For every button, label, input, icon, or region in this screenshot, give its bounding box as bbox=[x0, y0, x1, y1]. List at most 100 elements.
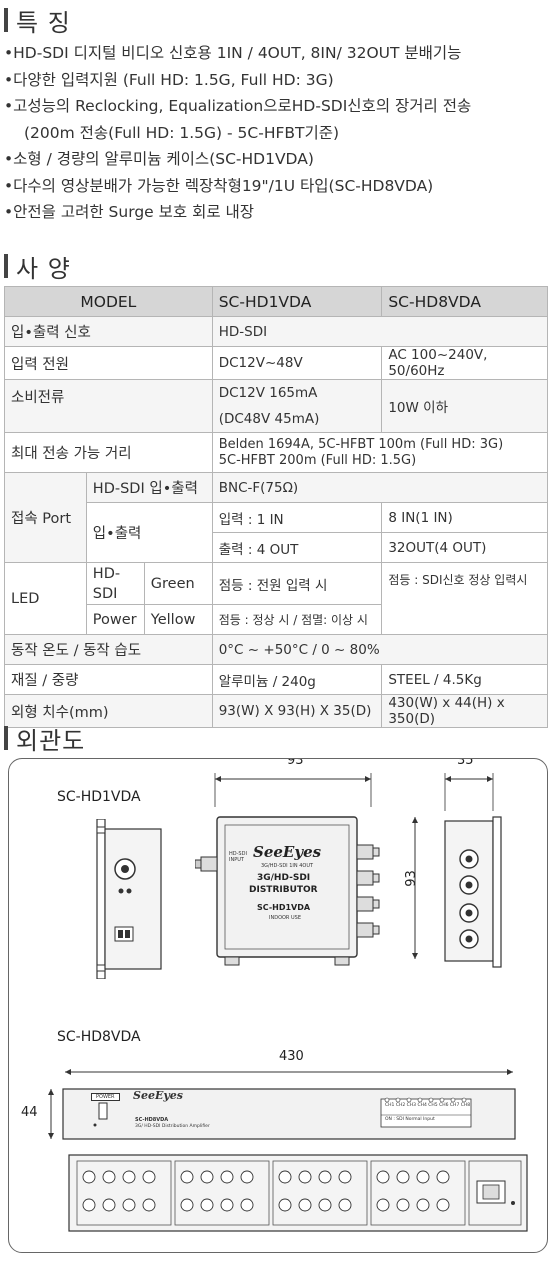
hd1-brand-logo: SeeEyes bbox=[253, 843, 322, 861]
model-col2-header: SC-HD8VDA bbox=[381, 286, 548, 317]
hd1-title2: DISTRIBUTOR bbox=[249, 885, 318, 895]
hd1-side-right-view bbox=[444, 773, 502, 968]
spec-title: 사 양 bbox=[4, 250, 71, 283]
dim-93-top: 93 bbox=[287, 758, 304, 768]
row-sublabel: 입•출력 bbox=[85, 502, 213, 563]
row-value: STEEL / 4.5Kg bbox=[381, 664, 548, 695]
table-row: 입력 전원 DC12V~48V AC 100~240V, 50/60Hz bbox=[4, 346, 548, 380]
row-value: 32OUT(4 OUT) bbox=[381, 532, 548, 563]
spec-header-row: MODEL SC-HD1VDA SC-HD8VDA bbox=[4, 286, 548, 317]
hd8-front-view bbox=[62, 1088, 516, 1140]
row-label: 소비전류 bbox=[4, 379, 213, 433]
table-row: 출력 : 4 OUT 32OUT(4 OUT) bbox=[5, 532, 548, 563]
row-value: HD-SDI bbox=[211, 316, 549, 347]
drawing-title-text: 외관도 bbox=[16, 726, 86, 755]
model-col1-header: SC-HD1VDA bbox=[211, 286, 383, 317]
table-row: Power Yellow 점등 : 정상 시 / 점멸: 이상 시 bbox=[5, 604, 548, 635]
spec-title-text: 사 양 bbox=[16, 254, 71, 283]
feature-item: •다수의 영상분배가 가능한 렉장착형19"/1U 타입(SC-HD8VDA) bbox=[4, 176, 434, 195]
row-value: Belden 1694A, 5C-HFBT 100m (Full HD: 3G)… bbox=[211, 432, 549, 473]
feature-item: •고성능의 Reclocking, Equalization으로HD-SDI신호… bbox=[4, 97, 472, 115]
row-value: 점등 : SDI신호 정상 입력시 bbox=[381, 562, 548, 635]
hd8-model-text: SC-HD8VDA bbox=[135, 1117, 169, 1123]
table-row: LED HD- SDI Green 점등 : 전원 입력 시 점등 : SDI신… bbox=[4, 562, 548, 635]
row-value: 0°C ~ +50°C / 0 ~ 80% bbox=[211, 634, 549, 665]
hd8-channel-labels: CH1 CH2 CH3 CH4 CH5 CH6 CH7 CH8 bbox=[385, 1103, 471, 1108]
model-header: MODEL bbox=[4, 286, 213, 317]
distance-line2: 5C-HFBT 200m (Full HD: 1.5G) bbox=[218, 452, 417, 468]
row-label: 동작 온도 / 동작 습도 bbox=[4, 634, 213, 665]
row-sublabel: HD-SDI 입•출력 bbox=[85, 472, 213, 503]
table-row: 소비전류 DC12V 165mA (DC48V 45mA) 10W 이하 bbox=[4, 379, 548, 433]
dim-430: 430 bbox=[279, 1049, 304, 1064]
title-bar bbox=[4, 726, 8, 750]
model2-label: SC-HD8VDA bbox=[57, 1029, 141, 1045]
row-label: 입력 전원 bbox=[4, 346, 213, 380]
row-value: DC12V 165mA (DC48V 45mA) bbox=[211, 379, 383, 433]
features-list: •HD-SDI 디지털 비디오 신호용 1IN / 4OUT, 8IN/ 32O… bbox=[4, 40, 552, 226]
row-value: 8 IN(1 IN) bbox=[381, 502, 548, 533]
model1-label: SC-HD1VDA bbox=[57, 789, 141, 805]
hd8-brand-logo: SeeEyes bbox=[133, 1089, 183, 1102]
current-line1: DC12V 165mA bbox=[218, 385, 318, 401]
hd1-input-text: HD-SDI INPUT bbox=[229, 851, 247, 863]
hd1-model-text: SC-HD1VDA bbox=[257, 903, 311, 912]
hd1-indoor-text: INDOOR USE bbox=[269, 915, 301, 921]
row-sublabel: HD- SDI bbox=[85, 562, 145, 605]
row-value: 알루미늄 / 240g bbox=[211, 664, 383, 695]
title-bar bbox=[4, 254, 8, 278]
drawing-title: 외관도 bbox=[4, 722, 86, 755]
row-label: 재질 / 중량 bbox=[4, 664, 213, 695]
table-row: 재질 / 중량 알루미늄 / 240g STEEL / 4.5Kg bbox=[4, 664, 548, 695]
hd8-power-label: POWER bbox=[91, 1093, 120, 1101]
table-row: 최대 전송 가능 거리 Belden 1694A, 5C-HFBT 100m (… bbox=[4, 432, 549, 473]
current-line2: (DC48V 45mA) bbox=[218, 411, 320, 427]
row-value: 점등 : 정상 시 / 점멸: 이상 시 bbox=[211, 604, 383, 635]
row-value: 출력 : 4 OUT bbox=[211, 532, 383, 563]
outline-drawing: SC-HD1VDA 93 SeeEyes 3G/HD bbox=[8, 758, 548, 1253]
hd1-front-view bbox=[195, 773, 380, 966]
hd8-on-text: ON : SDI Normal Input bbox=[385, 1117, 435, 1122]
row-value: 10W 이하 bbox=[381, 379, 548, 433]
row-value: 점등 : 전원 입력 시 bbox=[211, 562, 383, 605]
hd8-rear-view bbox=[68, 1154, 528, 1232]
table-row: 입•출력 신호 HD-SDI bbox=[4, 316, 549, 347]
hd1-sub-label: 3G/HD-SDI 1IN 4OUT bbox=[261, 863, 314, 869]
feature-item: •다양한 입력지원 (Full HD: 1.5G, Full HD: 3G) bbox=[4, 70, 334, 89]
row-label: 최대 전송 가능 거리 bbox=[4, 432, 213, 473]
row-value: 93(W) X 93(H) X 35(D) bbox=[211, 694, 383, 728]
spec-table: MODEL SC-HD1VDA SC-HD8VDA 입•출력 신호 HD-SDI… bbox=[4, 286, 549, 728]
features-title-text: 특 징 bbox=[16, 8, 71, 37]
dim-430-line bbox=[65, 1069, 513, 1075]
hd8-desc-text: 3G/ HD-SDI Distribution Amplifier bbox=[135, 1124, 210, 1129]
table-row: 접속 Port HD-SDI 입•출력 BNC-F(75Ω) bbox=[4, 472, 549, 563]
row-label: 외형 치수(mm) bbox=[4, 694, 213, 728]
title-bar bbox=[4, 8, 8, 32]
row-value: AC 100~240V, 50/60Hz bbox=[381, 346, 548, 380]
hd8-led-row bbox=[384, 1097, 467, 1103]
row-label: 입•출력 신호 bbox=[4, 316, 213, 347]
table-row: 입•출력 입력 : 1 IN 8 IN(1 IN) bbox=[5, 502, 548, 563]
dim-35: 35 bbox=[457, 758, 474, 768]
distance-line1: Belden 1694A, 5C-HFBT 100m (Full HD: 3G) bbox=[218, 436, 504, 452]
row-value: BNC-F(75Ω) bbox=[211, 472, 549, 503]
row-value: 430(W) x 44(H) x 350(D) bbox=[381, 694, 548, 728]
row-sublabel: Power bbox=[85, 604, 145, 635]
dim-44: 44 bbox=[21, 1105, 38, 1120]
feature-item: •안전을 고려한 Surge 보호 회로 내장 bbox=[4, 203, 255, 221]
row-value: DC12V~48V bbox=[211, 346, 383, 380]
feature-item: •HD-SDI 디지털 비디오 신호용 1IN / 4OUT, 8IN/ 32O… bbox=[4, 44, 462, 62]
row-label: LED bbox=[4, 562, 87, 635]
row-sublabel: Green bbox=[143, 562, 213, 605]
hd1-title1: 3G/HD-SDI bbox=[257, 873, 311, 883]
hd1-side-left-view bbox=[96, 819, 162, 979]
row-label: 접속 Port bbox=[4, 472, 87, 563]
row-value: 입력 : 1 IN bbox=[211, 502, 383, 533]
table-row: 동작 온도 / 동작 습도 0°C ~ +50°C / 0 ~ 80% bbox=[4, 634, 549, 665]
feature-item: (200m 전송(Full HD: 1.5G) - 5C-HFBT기준) bbox=[24, 123, 340, 142]
dim-44-line bbox=[48, 1089, 54, 1139]
feature-item: •소형 / 경량의 알루미늄 케이스(SC-HD1VDA) bbox=[4, 150, 314, 168]
dim-93-line bbox=[412, 817, 418, 959]
row-sublabel: Yellow bbox=[143, 604, 213, 635]
features-title: 특 징 bbox=[4, 4, 71, 37]
